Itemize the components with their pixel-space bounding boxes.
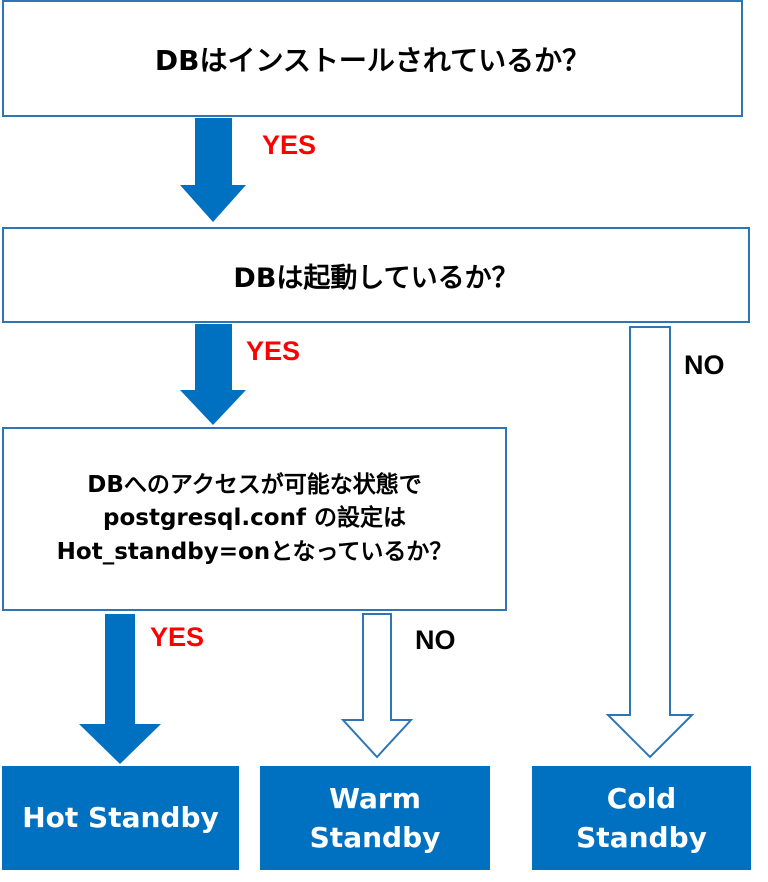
question-db-running: DBは起動しているか？ bbox=[2, 227, 750, 323]
outcome-warm-line-1: Warm bbox=[329, 781, 421, 815]
outcome-cold-line-1: Cold bbox=[606, 781, 677, 815]
question-db-installed-text: DBはインストールされているか？ bbox=[154, 43, 591, 77]
outcome-hot-standby-text: Hot Standby bbox=[22, 801, 219, 835]
yes-label-3: YES bbox=[150, 622, 205, 652]
no-label-middle: NO bbox=[415, 625, 456, 655]
arrow-down-yes-3 bbox=[79, 614, 161, 764]
question-line-1: DBへのアクセスが可能な状態で bbox=[87, 471, 422, 498]
arrow-down-no-middle bbox=[340, 613, 414, 759]
outcome-cold-standby: Cold Standby bbox=[532, 766, 751, 870]
question-line-3: Hot_standby=onとなっているか？ bbox=[56, 538, 453, 565]
no-label-right: NO bbox=[684, 350, 725, 380]
arrow-down-no-right bbox=[605, 326, 695, 759]
arrow-down-yes-2 bbox=[180, 324, 246, 425]
yes-label-1: YES bbox=[262, 130, 317, 160]
question-hot-standby-setting-text: DBへのアクセスが可能な状態で postgresql.conf の設定は Hot… bbox=[57, 469, 453, 569]
question-line-2: postgresql.conf の設定は bbox=[103, 505, 406, 532]
yes-label-2: YES bbox=[246, 336, 301, 366]
question-db-running-text: DBは起動しているか？ bbox=[233, 262, 519, 294]
outcome-warm-line-2: Standby bbox=[309, 821, 441, 854]
question-db-installed: DBはインストールされているか？ bbox=[2, 0, 743, 117]
outcome-hot-standby: Hot Standby bbox=[2, 766, 239, 870]
outcome-cold-line-2: Standby bbox=[576, 821, 707, 854]
arrow-down-yes-1 bbox=[180, 118, 246, 222]
outcome-warm-standby: Warm Standby bbox=[260, 766, 490, 870]
question-hot-standby-setting: DBへのアクセスが可能な状態で postgresql.conf の設定は Hot… bbox=[2, 427, 507, 611]
